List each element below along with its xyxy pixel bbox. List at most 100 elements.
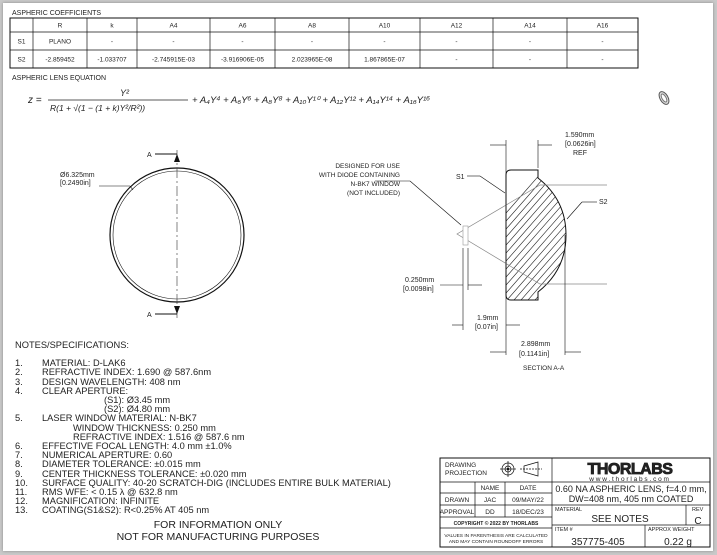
note-number: 13. xyxy=(15,505,28,516)
callout-line: (NOT INCLUDED) xyxy=(347,190,400,197)
projection-label: DRAWING xyxy=(445,462,476,469)
equation-numerator: Y² xyxy=(120,88,130,98)
aspheric-equation: z = Y² R(1 + √(1 − (1 + k)Y²/R²)) + A₄Y⁴… xyxy=(27,88,430,113)
diameter-dim: Ø6.325mm xyxy=(60,172,95,179)
table-header-cell: A8 xyxy=(308,23,316,30)
lens-thumbnail-icon xyxy=(658,91,670,105)
diameter-dim-in: [0.2490in] xyxy=(60,180,91,187)
note-number xyxy=(15,396,42,405)
note-item: 1.MATERIAL: D-LAK6 xyxy=(15,358,391,369)
note-text: EFFECTIVE FOCAL LENGTH: 4.0 mm ±1.0% xyxy=(42,441,232,452)
note-item: 4.CLEAR APERTURE: xyxy=(15,386,391,396)
rev-label: REV xyxy=(692,507,704,513)
copyright: COPYRIGHT © 2022 BY THORLABS xyxy=(454,520,539,527)
note-text: COATING(S1&S2): R<0.25% AT 405 nm xyxy=(42,505,210,516)
disclaimer: FOR INFORMATION ONLY NOT FOR MANUFACTURI… xyxy=(113,519,323,543)
callout-line: WITH DIODE CONTAINING xyxy=(319,172,400,179)
item-number: 357775-405 xyxy=(571,537,625,548)
note-text: (S2): Ø4.80 mm xyxy=(42,404,171,415)
section-view: 1.590mm [0.0626in] REF DESIGNED FOR USE … xyxy=(319,132,608,372)
gap-dim-in: [0.07in] xyxy=(475,324,498,331)
part-description: DW=408 nm, 405 nm COATED xyxy=(569,494,694,504)
table-cell: - xyxy=(455,57,457,64)
approval-date: 18/DEC/23 xyxy=(512,509,544,516)
note-item: 2.REFRACTIVE INDEX: 1.690 @ 587.6nm xyxy=(15,367,391,378)
note-text: SURFACE QUALITY: 40-20 SCRATCH-DIG (INCL… xyxy=(42,477,391,488)
note-text: DIAMETER TOLERANCE: ±0.015 mm xyxy=(42,459,201,470)
note-text: WINDOW THICKNESS: 0.250 mm xyxy=(42,422,216,433)
table-cell: S2 xyxy=(18,57,26,64)
callout-line: N-BK7 WINDOW xyxy=(351,181,401,188)
note-text: (S1): Ø3.45 mm xyxy=(42,395,171,406)
table-cell: - xyxy=(311,39,313,46)
note-item: 11.RMS WFE: < 0.15 λ @ 632.8 nm xyxy=(15,487,391,498)
values-note: AND MAY CONTAIN ROUNDOFF ERRORS xyxy=(449,539,543,545)
note-number: 5. xyxy=(15,413,23,424)
material-label: MATERIAL xyxy=(555,507,582,513)
thickness-dim-in: [0.0626in] xyxy=(565,141,596,148)
item-label: ITEM # xyxy=(555,527,574,533)
note-text: NUMERICAL APERTURE: 0.60 xyxy=(42,450,173,461)
website: www.thorlabs.com xyxy=(588,476,671,483)
equation-denominator: R(1 + √(1 − (1 + k)Y²/R²)) xyxy=(50,103,145,113)
front-view: A A Ø6.325mm [0.2490in] xyxy=(60,150,245,319)
note-number: 12. xyxy=(15,496,28,507)
table-header-cell: R xyxy=(58,23,63,30)
table-cell: - xyxy=(529,57,531,64)
note-item: 3.DESIGN WAVELENGTH: 408 nm xyxy=(15,376,391,387)
note-text: MAGNIFICATION: INFINITE xyxy=(42,496,160,507)
note-item: REFRACTIVE INDEX: 1.516 @ 587.6 nm xyxy=(15,432,391,442)
table-header-cell: A16 xyxy=(597,23,609,30)
note-text: RMS WFE: < 0.15 λ @ 632.8 nm xyxy=(42,487,178,498)
note-number: 10. xyxy=(15,477,28,488)
section-label-top: A xyxy=(147,152,152,159)
note-item: 13. COATING(S1&S2): R<0.25% AT 405 nm xyxy=(15,505,391,516)
approval-name: DD xyxy=(485,509,495,516)
table-cell: 1.867865E-07 xyxy=(364,57,405,64)
gap-dim: 1.9mm xyxy=(477,315,499,322)
note-item: 10. SURFACE QUALITY: 40-20 SCRATCH-DIG (I… xyxy=(15,477,391,488)
weight-label: APPROX WEIGHT xyxy=(648,527,695,533)
note-text: LASER WINDOW MATERIAL: N-BK7 xyxy=(42,413,197,424)
window-dim: 0.250mm xyxy=(405,277,434,284)
table-header-cell: A10 xyxy=(379,23,391,30)
diode-window xyxy=(462,225,469,246)
center-thickness-dim-in: [0.1141in] xyxy=(519,351,549,358)
table-cell: PLANO xyxy=(49,39,71,46)
surface-s1-label: S1 xyxy=(456,174,465,181)
section-label-bottom: A xyxy=(147,312,152,319)
equation-lhs: z = xyxy=(27,95,42,106)
note-item: WINDOW THICKNESS: 0.250 mm xyxy=(15,422,391,433)
note-text: REFRACTIVE INDEX: 1.690 @ 587.6nm xyxy=(42,367,212,378)
table-cell: -1.033707 xyxy=(97,57,127,64)
notes-specifications: NOTES/SPECIFICATIONS: 1.MATERIAL: D-LAK6… xyxy=(15,340,391,516)
center-thickness-dim: 2.898mm xyxy=(521,341,550,348)
projection-icon xyxy=(506,467,510,471)
table-header-cell: k xyxy=(110,23,114,30)
thorlabs-logo: THORLABS xyxy=(588,461,674,478)
table-cell: - xyxy=(529,39,531,46)
table-header-cell: A6 xyxy=(239,23,247,30)
table-cell: - xyxy=(111,39,113,46)
note-text: MATERIAL: D-LAK6 xyxy=(42,358,126,369)
table-cell: -2.859452 xyxy=(45,57,75,64)
note-item: 9.CENTER THICKNESS TOLERANCE: ±0.020 mm xyxy=(15,469,391,479)
equation-title: ASPHERIC LENS EQUATION xyxy=(12,75,106,82)
coefficients-title: ASPHERIC COEFFICIENTS xyxy=(12,10,101,17)
date-header: DATE xyxy=(520,485,538,492)
material-value: SEE NOTES xyxy=(591,514,649,525)
thickness-ref: REF xyxy=(573,150,587,157)
table-cell: - xyxy=(172,39,174,46)
surface-s2-label: S2 xyxy=(599,199,608,206)
table-cell: 2.023965E-08 xyxy=(292,57,333,64)
callout-line: DESIGNED FOR USE xyxy=(335,163,400,170)
thickness-dim: 1.590mm xyxy=(565,132,594,139)
table-header-cell: A14 xyxy=(524,23,536,30)
note-number: 3. xyxy=(15,376,23,387)
note-item: (S1): Ø3.45 mm xyxy=(15,395,391,406)
note-number: 6. xyxy=(15,441,23,452)
table-cell: - xyxy=(455,39,457,46)
section-title: SECTION A-A xyxy=(523,365,565,372)
